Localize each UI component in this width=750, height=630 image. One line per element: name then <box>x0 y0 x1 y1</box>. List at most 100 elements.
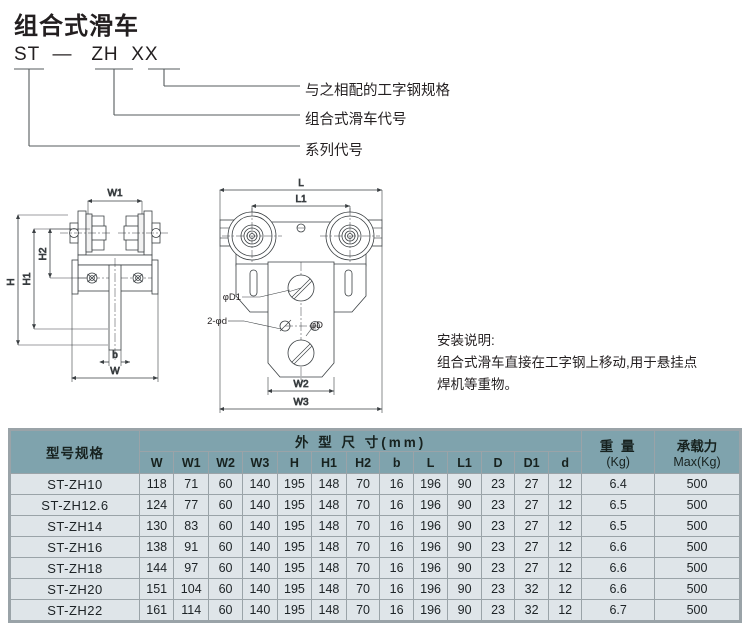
header-capacity-unit: Max(Kg) <box>673 455 721 469</box>
cell-dim-w3: 140 <box>242 599 278 621</box>
header-weight-label: 重 量 <box>599 439 637 454</box>
note-line-1: 组合式滑车直接在工字钢上移动,用于悬挂点 <box>437 355 698 370</box>
cell-dim-l: 196 <box>412 473 449 495</box>
cell-dim-h: 195 <box>276 557 313 579</box>
cell-dim-w: 161 <box>138 599 175 621</box>
cell-dim-h: 195 <box>276 536 313 558</box>
cell-dim-h: 195 <box>276 599 313 621</box>
cell-dim-b: 16 <box>379 494 414 516</box>
drawings-svg: W1 <box>6 178 383 413</box>
header-weight-unit: (Kg) <box>606 455 630 469</box>
svg-text:H2: H2 <box>38 247 49 260</box>
cell-dim-d1: 27 <box>514 557 549 579</box>
header-dim-w3: W3 <box>242 451 278 474</box>
cell-dim-w2: 60 <box>207 578 244 600</box>
cell-dim-d: 23 <box>480 599 516 621</box>
cell-dim-d: 23 <box>480 515 516 537</box>
cell-weight: 6.5 <box>581 494 655 516</box>
cell-dim-d: 23 <box>480 578 516 600</box>
cell-model: ST-ZH20 <box>10 578 140 600</box>
cell-capacity: 500 <box>654 473 740 495</box>
annotation-phi-d1: φD1 <box>223 292 241 303</box>
cell-dim-w2: 60 <box>207 536 244 558</box>
cell-dim-b: 16 <box>379 599 414 621</box>
cell-dim-l1: 90 <box>447 578 482 600</box>
cell-model: ST-ZH12.6 <box>10 494 140 516</box>
page-title: 组合式滑车 <box>14 13 139 40</box>
header-dim-d: d <box>547 451 583 474</box>
cell-dim-h2: 70 <box>345 557 381 579</box>
cell-dim-d: 12 <box>547 557 583 579</box>
cell-dim-h: 195 <box>276 473 313 495</box>
technical-drawings: W1 <box>0 178 430 418</box>
cell-dim-d: 23 <box>480 557 516 579</box>
cell-model: ST-ZH14 <box>10 515 140 537</box>
nomenclature-label-trolley-code: 组合式滑车代号 <box>305 112 407 128</box>
cell-dim-h1: 148 <box>311 473 347 495</box>
header-capacity: 承载力 Max(Kg) <box>654 430 740 474</box>
cell-dim-d: 12 <box>547 578 583 600</box>
cell-dim-w2: 60 <box>207 599 244 621</box>
cell-weight: 6.5 <box>581 515 655 537</box>
cell-dim-w3: 140 <box>242 494 278 516</box>
cell-dim-l: 196 <box>412 599 449 621</box>
cell-dim-h2: 70 <box>345 515 381 537</box>
cell-dim-d: 12 <box>547 599 583 621</box>
svg-text:H: H <box>6 278 17 285</box>
nomenclature-leader-lines <box>14 68 300 147</box>
cell-dim-w3: 140 <box>242 557 278 579</box>
cell-dim-d1: 27 <box>514 536 549 558</box>
cell-dim-d1: 27 <box>514 473 549 495</box>
cell-dim-d: 23 <box>480 473 516 495</box>
cell-dim-b: 16 <box>379 578 414 600</box>
cell-dim-l: 196 <box>412 536 449 558</box>
cell-dim-w3: 140 <box>242 473 278 495</box>
cell-dim-w3: 140 <box>242 578 278 600</box>
annotation-2-phi-d: 2-φd <box>207 316 227 327</box>
cell-capacity: 500 <box>654 494 740 516</box>
cell-dim-w1: 114 <box>173 599 209 621</box>
cell-dim-d: 12 <box>547 473 583 495</box>
header-dim-h: H <box>276 451 313 474</box>
cell-dim-h: 195 <box>276 494 313 516</box>
annotation-phi-d: φD <box>310 320 323 331</box>
cell-dim-w: 138 <box>138 536 175 558</box>
cell-dim-h: 195 <box>276 578 313 600</box>
cell-dim-w2: 60 <box>207 494 244 516</box>
cell-dim-l1: 90 <box>447 536 482 558</box>
header-dim-h2: H2 <box>345 451 381 474</box>
cell-dim-l: 196 <box>412 515 449 537</box>
cell-dim-w2: 60 <box>207 473 244 495</box>
cell-dim-w1: 77 <box>173 494 209 516</box>
cell-model: ST-ZH16 <box>10 536 140 558</box>
svg-text:L: L <box>298 178 304 189</box>
cell-dim-d: 12 <box>547 536 583 558</box>
cell-dim-h2: 70 <box>345 536 381 558</box>
cell-dim-w1: 91 <box>173 536 209 558</box>
cell-dim-b: 16 <box>379 473 414 495</box>
cell-dim-h2: 70 <box>345 599 381 621</box>
cell-weight: 6.6 <box>581 536 655 558</box>
cell-model: ST-ZH18 <box>10 557 140 579</box>
cell-dim-l: 196 <box>412 557 449 579</box>
cell-dim-w: 118 <box>138 473 175 495</box>
cell-capacity: 500 <box>654 599 740 621</box>
header-model: 型号规格 <box>10 430 140 474</box>
header-dim-l: L <box>412 451 449 474</box>
cell-dim-h2: 70 <box>345 473 381 495</box>
header-dim-w2: W2 <box>207 451 244 474</box>
header-dim-l1: L1 <box>447 451 482 474</box>
cell-dim-h1: 148 <box>311 578 347 600</box>
table-header-row-1: 型号规格 外 型 尺 寸(mm) 重 量 (Kg) 承载力 Max(Kg) <box>10 430 740 474</box>
cell-capacity: 500 <box>654 578 740 600</box>
svg-text:W3: W3 <box>294 397 309 408</box>
